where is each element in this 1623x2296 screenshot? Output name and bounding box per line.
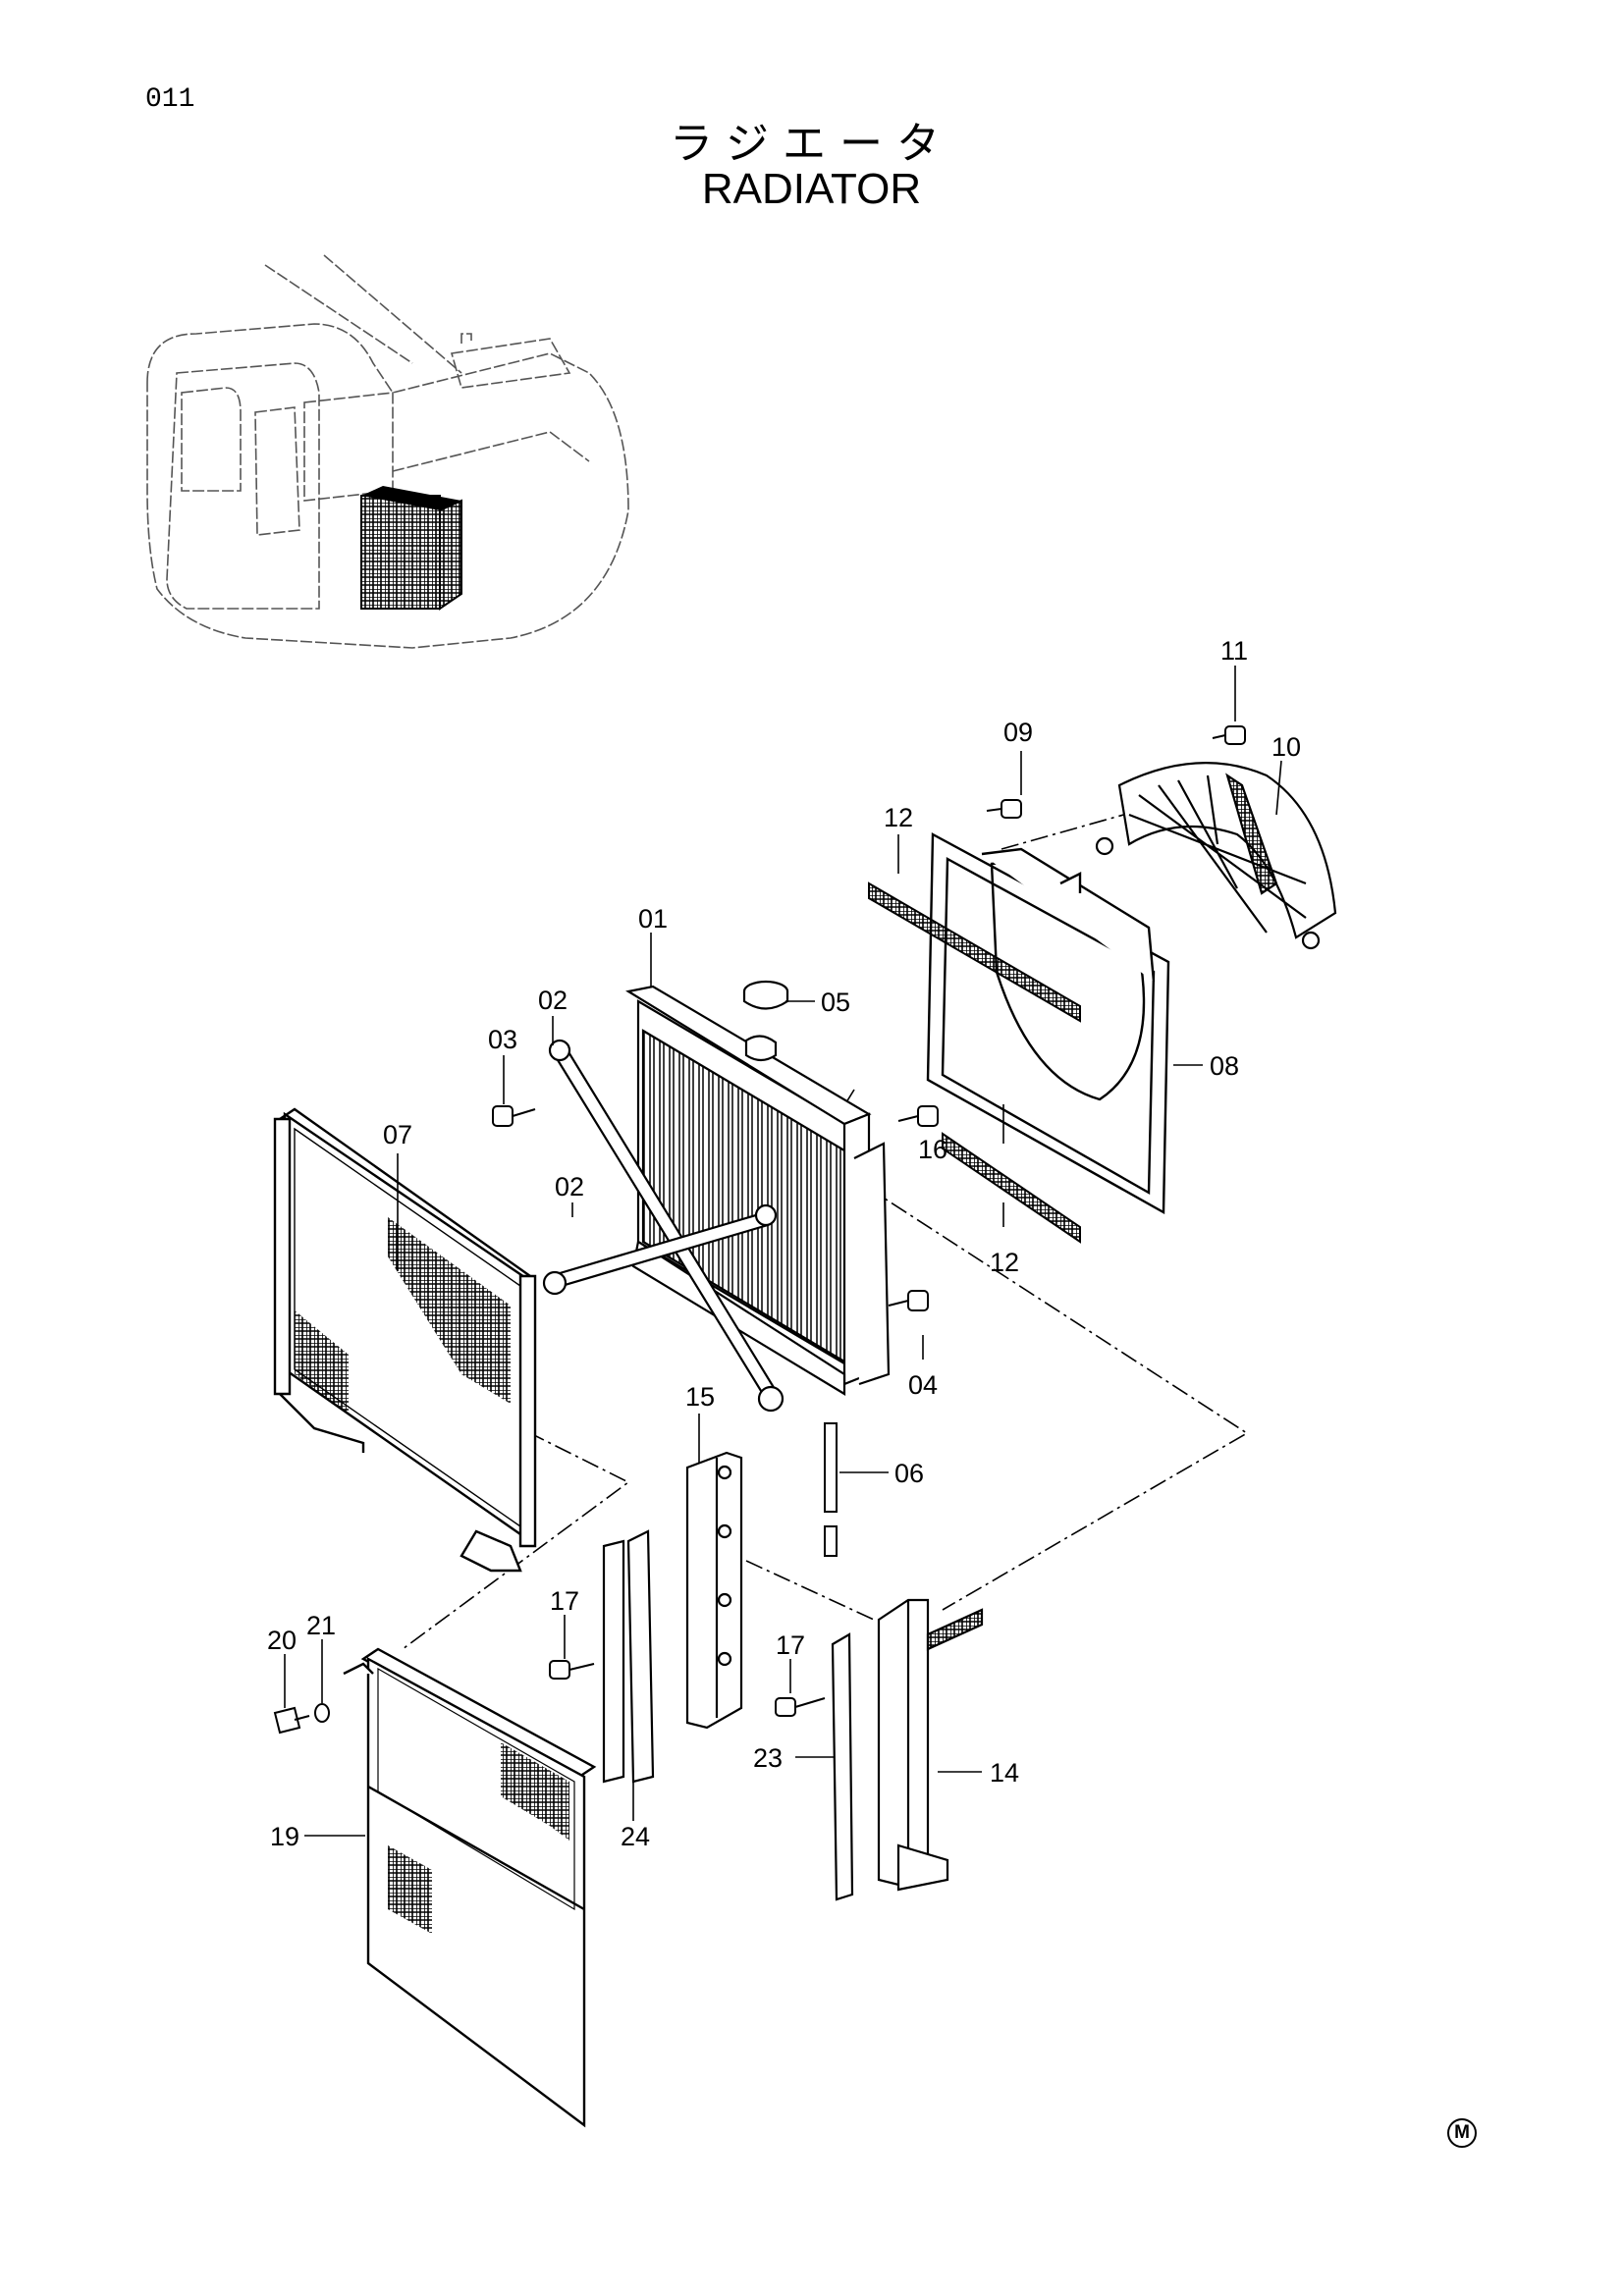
title-japanese: ラジエータ — [669, 119, 954, 169]
callout-09: 09 — [1003, 718, 1033, 747]
title-english: RADIATOR — [701, 165, 922, 213]
washer-21 — [314, 1703, 330, 1723]
callout-21: 21 — [306, 1611, 336, 1640]
callout-01: 01 — [638, 904, 668, 934]
pipe-06 — [824, 1422, 838, 1557]
callout-07: 07 — [383, 1120, 412, 1149]
seal-strips — [868, 881, 1081, 1244]
radiator-location-highlight — [360, 486, 462, 611]
wing-bolt-20 — [273, 1706, 310, 1735]
radiator-core — [625, 985, 891, 1396]
bracket-23 — [831, 1632, 854, 1901]
bolt-04 — [888, 1290, 929, 1311]
bolt-17-left — [549, 1660, 595, 1680]
screen-panel — [343, 1647, 597, 2128]
callout-24: 24 — [621, 1822, 650, 1851]
bolt-03 — [492, 1105, 536, 1127]
callout-12-lower: 12 — [990, 1248, 1019, 1277]
bolt-09 — [986, 799, 1022, 819]
callout-17-right: 17 — [776, 1630, 805, 1660]
callout-05: 05 — [821, 988, 850, 1017]
callout-14: 14 — [990, 1758, 1019, 1788]
manufacturer-mark: M — [1447, 2118, 1477, 2148]
bolt-17-right — [775, 1697, 826, 1717]
bracket-24 — [602, 1529, 655, 1784]
callout-02-lower: 02 — [555, 1172, 584, 1201]
callout-11: 11 — [1220, 636, 1248, 666]
callout-17-left: 17 — [550, 1586, 579, 1616]
callout-03: 03 — [488, 1025, 517, 1054]
callout-20: 20 — [267, 1626, 297, 1655]
callout-12-upper: 12 — [884, 803, 913, 832]
excavator-location-view — [146, 254, 629, 649]
bolt-11 — [1212, 725, 1246, 745]
callout-06: 06 — [894, 1459, 924, 1488]
callout-19: 19 — [270, 1822, 299, 1851]
callout-leaders — [284, 666, 1282, 1837]
callout-04: 04 — [908, 1370, 938, 1400]
callout-10: 10 — [1271, 732, 1301, 762]
fan-shroud — [926, 832, 1170, 1215]
callout-02-upper: 02 — [538, 986, 568, 1015]
page-number: 011 — [145, 84, 195, 115]
callout-08: 08 — [1210, 1051, 1239, 1081]
oil-cooler — [273, 1107, 537, 1573]
stay-rods — [542, 1039, 784, 1413]
fan-guard — [1095, 762, 1337, 950]
bolt-16 — [897, 1105, 939, 1127]
bracket-14 — [877, 1598, 984, 1892]
bracket-15 — [685, 1451, 743, 1730]
callout-23: 23 — [753, 1743, 783, 1773]
callout-16: 16 — [918, 1135, 947, 1164]
radiator-cap — [742, 980, 789, 1010]
callout-15: 15 — [685, 1382, 715, 1412]
